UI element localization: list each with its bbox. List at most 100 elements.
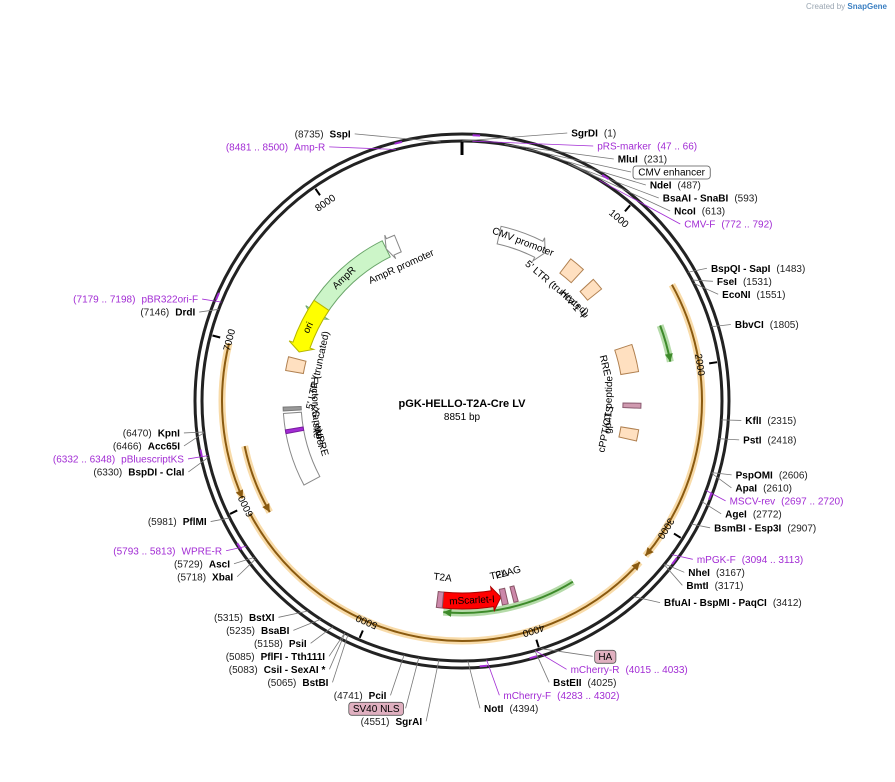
leader-bstxi (278, 610, 309, 618)
site-label-sgrai: (4551)SgrAI (361, 717, 423, 728)
site-pcii: (4741)PciI (334, 691, 387, 702)
leader-apai (711, 473, 732, 489)
site-name-kfli: KflI (745, 416, 761, 427)
site-pos-fsei: (1531) (743, 277, 772, 288)
site-name-bspqi-sapi: BspQI - SapI (711, 264, 771, 275)
feature-hiv-1-5 (579, 278, 603, 301)
site-name-sspi: SspI (330, 129, 351, 140)
site-pos-mlui: (231) (644, 155, 667, 166)
site-pos-mcherry-f: (4283 .. 4302) (557, 691, 619, 702)
feature-t2a-15 (435, 590, 445, 609)
site-name-pflfi-tth111i: PflFI - Tth111I (261, 652, 326, 663)
tick-mark-1000 (624, 204, 631, 213)
leader-csii-sexai (329, 633, 346, 670)
site-pos-mcherry-r: (4015 .. 4033) (625, 665, 687, 676)
span-layer (218, 282, 706, 645)
leader-pflfi-tth111i (328, 632, 346, 657)
site-pos-csii-sexai: (5083) (229, 665, 258, 676)
site-label-fsei: FseI(1531) (717, 277, 772, 288)
feature-ampr-promoter-1 (384, 234, 402, 260)
backbone-inner-circle (200, 139, 724, 663)
site-label-pflmi: (5981)PflMI (148, 517, 207, 528)
span-arrowhead-2 (235, 489, 244, 499)
tick-mark-2000 (709, 361, 718, 365)
feature-flag-16 (509, 585, 519, 604)
site-pos-econi: (1551) (757, 290, 786, 301)
site-csii-sexai: (5083)CsiI - SexAI * (229, 665, 326, 676)
site-name-prs-marker: pRS-marker (597, 142, 652, 153)
leader-bspdi-clai (188, 457, 209, 473)
leader-bsteii (534, 650, 550, 683)
feature-label-ori-3: ori (301, 321, 316, 336)
span-arrowhead-0 (645, 547, 654, 556)
site-pos-acc65i: (6466) (113, 441, 142, 452)
site-label-amp-r: (8481 .. 8500)Amp-R (226, 142, 325, 153)
site-label-mpgk-f: mPGK-F(3094 .. 3113) (697, 555, 803, 566)
site-asci: (5729)AscI (174, 559, 230, 570)
leader-noti (467, 660, 481, 709)
site-name-mlui: MluI (618, 155, 638, 166)
primer-site-wpre-r (236, 542, 243, 551)
site-amp-r: (8481 .. 8500)Amp-R (226, 142, 325, 153)
site-name-kpni: KpnI (158, 428, 180, 439)
site-label-bspdi-clai: (6330)BspDI - ClaI (93, 467, 184, 478)
site-sspi: (8735) SspI (295, 129, 351, 140)
site-name-pspomi: PspOMI (736, 470, 773, 481)
tick-mark-6000 (229, 509, 238, 515)
site-pos-pspomi: (2606) (779, 470, 808, 481)
site-label-cmv-f: CMV-F(772 .. 792) (684, 220, 772, 231)
leader-mlui (504, 144, 614, 160)
site-label-bsabi: (5235)BsaBI (226, 626, 289, 637)
leader-prs-marker (472, 140, 594, 147)
site-label-acc65i: (6466)Acc65I (113, 441, 180, 452)
span-arrowhead-3 (262, 503, 270, 513)
site-label-layer: SgrDI(1)pRS-marker(47 .. 66)MluI(231)CMV… (53, 129, 844, 728)
feature-label-t2a-15: T2A (433, 572, 453, 585)
leader-kpni (183, 431, 204, 434)
credit-prefix: Created by (806, 2, 846, 11)
site-pos-pbluescriptks: (6332 .. 6348) (53, 454, 115, 465)
site-pos-bmti: (3171) (715, 581, 744, 592)
feature-ks-primer-11 (284, 426, 305, 435)
site-name-xbai: XbaI (212, 572, 233, 583)
primer-site-pbr322ori-f (215, 292, 220, 301)
site-name-mcherry-f: mCherry-F (503, 691, 551, 702)
site-pos-wpre-r: (5793 .. 5813) (113, 546, 175, 557)
site-name-pbr322ori-f: pBR322ori-F (141, 295, 198, 306)
site-label-sgrdi: SgrDI(1) (571, 129, 616, 140)
leader-ha (541, 648, 593, 657)
site-pos-psti: (2418) (768, 435, 797, 446)
feature-t2a-14 (498, 587, 509, 606)
site-label-wpre-r: (5793 .. 5813)WPRE-R (113, 546, 222, 557)
primer-site-mcherry-r (529, 655, 538, 660)
leader-drdi (199, 308, 219, 313)
site-label-csii-sexai: (5083)CsiI - SexAI * (229, 665, 326, 676)
site-name-bsteii: BstEII (553, 678, 582, 689)
site-pos-sspi: (8735) (295, 129, 324, 140)
site-pos-psii: (5158) (254, 639, 283, 650)
site-mcherry-f: mCherry-F (4283 .. 4302) (503, 691, 619, 702)
feature-ori-3 (288, 299, 330, 353)
plasmid-name: pGK-HELLO-T2A-Cre LV (399, 398, 527, 410)
site-label-kfli: KflI(2315) (745, 416, 796, 427)
site-wpre-r: (5793 .. 5813)WPRE-R (113, 546, 222, 557)
site-label-econi: EcoNI(1551) (722, 290, 785, 301)
site-label-ndei: NdeI(487) (650, 181, 701, 192)
primer-site-mpgk-f (671, 557, 678, 565)
site-label-cmv-enhancer: CMV enhancer (638, 168, 705, 179)
site-kpni: (6470)KpnI (123, 428, 180, 439)
site-name-bsabi: BsaBI (261, 626, 290, 637)
site-name-pbluescriptks: pBluescriptKS (121, 454, 184, 465)
site-pos-pflmi: (5981) (148, 517, 177, 528)
site-mpgk-f: mPGK-F(3094 .. 3113) (697, 555, 803, 566)
site-label-sv40-nls: SV40 NLS (353, 704, 400, 715)
site-pos-ncoi: (613) (702, 207, 725, 218)
leader-kfli (721, 419, 742, 421)
site-label-sspi: (8735) SspI (295, 129, 351, 140)
site-label-bmti: BmtI(3171) (686, 581, 743, 592)
site-bbvci: BbvCI(1805) (735, 320, 799, 331)
site-pos-nhei: (3167) (716, 568, 745, 579)
site-label-pspomi: PspOMI (2606) (736, 470, 808, 481)
feature-factor-xa-site-10 (282, 405, 302, 412)
